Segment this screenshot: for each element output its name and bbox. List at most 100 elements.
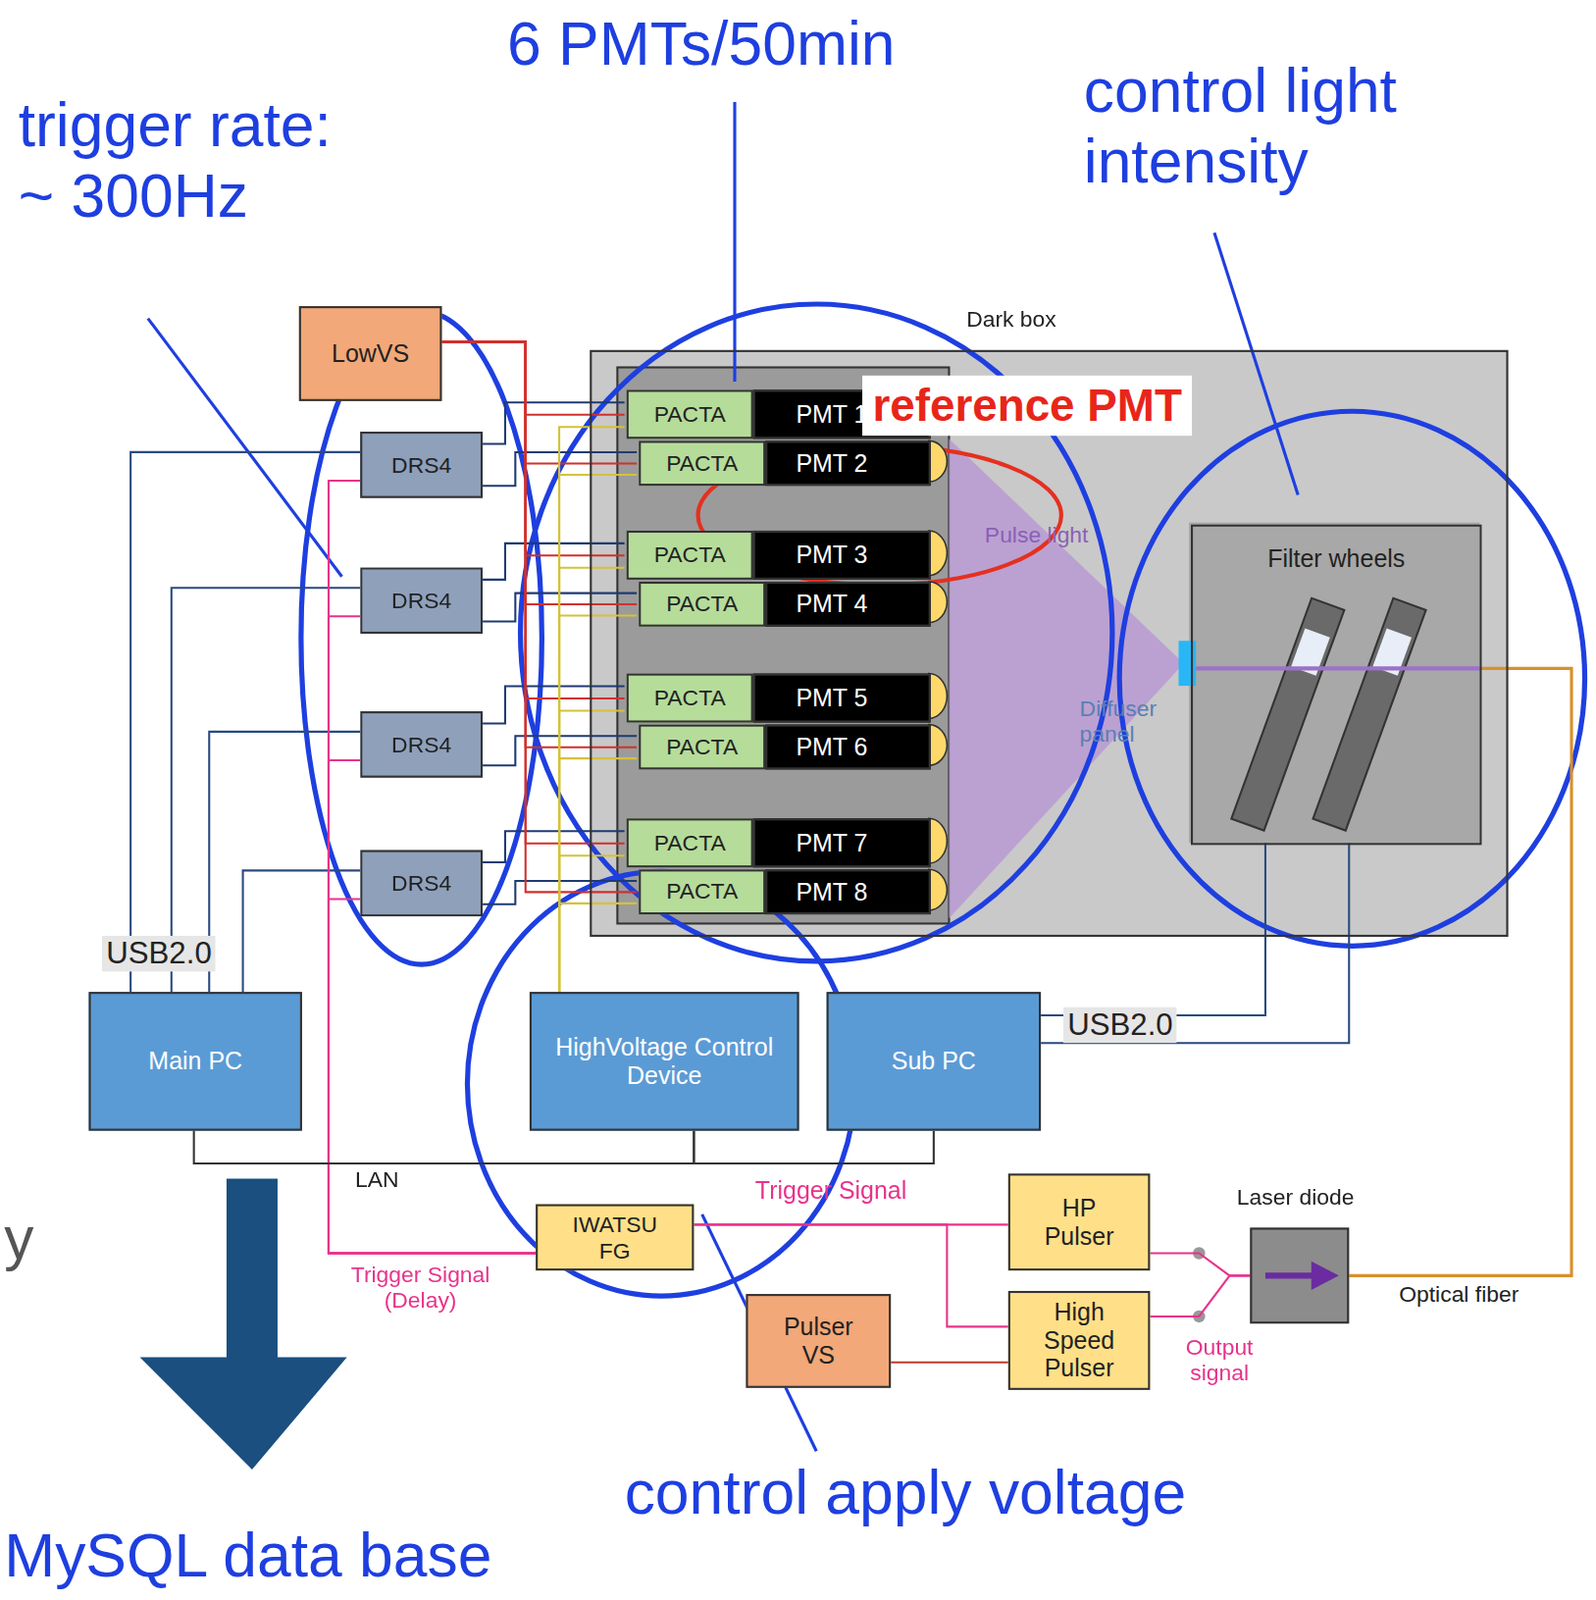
diffuser-panel xyxy=(1179,640,1197,686)
filter-box-fill xyxy=(1188,522,1480,844)
pulse-light xyxy=(948,438,1184,919)
node-text: LowVS xyxy=(331,339,410,368)
node-text: Sub PC xyxy=(891,1047,977,1077)
laser-diode: Laser diode xyxy=(1249,1227,1349,1324)
part-label: Diffuser panel xyxy=(1080,695,1186,748)
laser-fill xyxy=(1249,1227,1349,1324)
wire xyxy=(1040,842,1349,1043)
pmt-box: PMT 2 xyxy=(765,440,931,486)
node-text: DRS4 xyxy=(391,731,452,758)
pmt-box: PMT 7 xyxy=(753,818,931,868)
wire xyxy=(441,341,637,747)
annotation: trigger rate: ~ 300Hz xyxy=(18,90,366,232)
node-text: DRS4 xyxy=(391,452,452,478)
wire xyxy=(559,758,637,992)
node-text: Main PC xyxy=(148,1047,243,1077)
pulser-box: HP Pulser xyxy=(1008,1173,1151,1271)
wire xyxy=(130,452,361,992)
callout-label: reference PMT xyxy=(862,375,1192,436)
signal-label: Trigger Signal xyxy=(755,1176,907,1205)
wire xyxy=(171,587,361,992)
node-text: PMT 5 xyxy=(795,683,868,713)
annotation: 6 PMTs/50min xyxy=(507,7,895,79)
preamp-box: PACTA xyxy=(626,530,754,580)
node-text: HP Pulser xyxy=(1028,1193,1131,1250)
photocathode xyxy=(928,869,948,911)
wire xyxy=(693,1131,933,1164)
node-text: PMT 6 xyxy=(795,732,868,762)
pulser-box: High Speed Pulser xyxy=(1008,1290,1151,1391)
wire xyxy=(890,1361,1009,1364)
dark-box-fill xyxy=(589,350,1508,937)
wire xyxy=(328,760,536,1253)
part-label: Optical fiber xyxy=(1395,1282,1522,1308)
node-text: DRS4 xyxy=(391,587,452,614)
wire xyxy=(482,830,625,863)
node-text: PACTA xyxy=(666,591,738,618)
preamp-box: PACTA xyxy=(626,389,754,439)
wire xyxy=(328,898,536,1253)
signal-label: Trigger Signal (Delay) xyxy=(328,1261,513,1314)
node-text: High Speed Pulser xyxy=(1032,1297,1126,1383)
node-text: HighVoltage Control Device xyxy=(541,1032,787,1089)
pmt-box: PMT 3 xyxy=(753,530,931,580)
power-supply: Pulser VS xyxy=(745,1293,891,1389)
photocathode xyxy=(928,440,948,482)
preamp-box: PACTA xyxy=(638,440,766,486)
node-text: PMT 7 xyxy=(795,828,868,858)
wire xyxy=(559,426,625,992)
wire xyxy=(559,567,625,992)
pmt-panel xyxy=(617,367,949,925)
wire xyxy=(482,685,625,723)
interface-label: USB2.0 xyxy=(1063,1007,1178,1043)
digitizer-box: DRS4 xyxy=(360,711,483,778)
wire xyxy=(482,402,625,444)
node-text: PACTA xyxy=(666,733,738,760)
photocathode xyxy=(928,673,948,720)
preamp-box: PACTA xyxy=(626,673,754,723)
filter-wheel xyxy=(1313,598,1427,831)
function-generator: IWATSU FG xyxy=(535,1204,694,1272)
laser-arrow xyxy=(1311,1261,1339,1290)
photocathode xyxy=(928,724,948,767)
node-text: PACTA xyxy=(654,401,726,427)
wire xyxy=(243,870,361,992)
node-text: PACTA xyxy=(654,542,726,568)
node-text: PACTA xyxy=(654,684,726,711)
pmt-box: PMT 8 xyxy=(765,869,931,915)
dark-box: Dark boxPACTAPMT 1PACTAPMT 2PACTAPMT 3PA… xyxy=(589,350,1508,937)
interface-label: USB2.0 xyxy=(102,935,216,972)
annotation: control light intensity xyxy=(1083,55,1574,198)
laser-arrow xyxy=(1265,1272,1317,1279)
photocathode xyxy=(928,581,948,623)
wire xyxy=(1348,668,1572,1276)
digitizer-box: DRS4 xyxy=(360,431,483,499)
light-beam xyxy=(1195,666,1480,670)
highlight-ellipse xyxy=(301,304,1586,1296)
photocathode xyxy=(928,818,948,864)
preamp-box: PACTA xyxy=(638,581,766,627)
wire xyxy=(441,341,624,698)
part-label: Pulse light xyxy=(984,522,1089,549)
wire xyxy=(194,1131,695,1164)
node-text: PMT 4 xyxy=(795,589,868,618)
node-text: PACTA xyxy=(666,878,738,905)
computer-box: Main PC xyxy=(89,991,303,1131)
wire xyxy=(328,616,536,1253)
digitizer-box: DRS4 xyxy=(360,566,483,634)
annotation: control apply voltage xyxy=(624,1457,1187,1529)
hv-control-box: HighVoltage Control Device xyxy=(529,991,800,1131)
signal-label: Output signal xyxy=(1173,1335,1266,1388)
pmt-box: PMT 4 xyxy=(765,581,931,627)
wire xyxy=(559,903,637,992)
node-text: DRS4 xyxy=(391,870,452,896)
text-fragment: y xyxy=(3,1204,34,1273)
wire xyxy=(441,341,624,414)
photocathode xyxy=(928,530,948,576)
node-text: PMT 3 xyxy=(795,541,868,570)
annotation: MySQL data base xyxy=(3,1520,492,1592)
power-supply: LowVS xyxy=(299,306,443,402)
wire xyxy=(559,474,637,992)
node-text: Filter wheels xyxy=(1267,545,1405,574)
wire xyxy=(208,731,361,992)
